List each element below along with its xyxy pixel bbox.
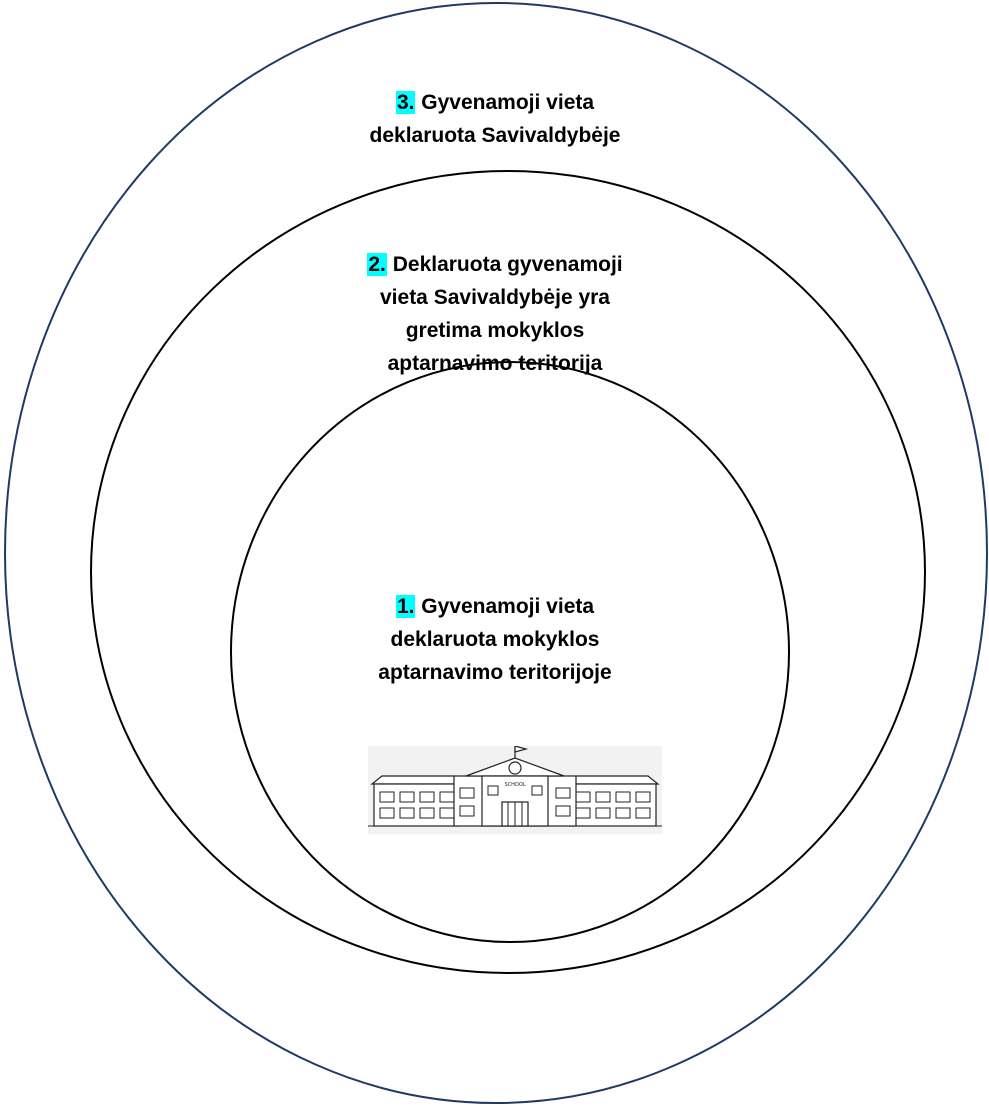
zone-1-label: 1. Gyvenamoji vieta deklaruota mokyklos … xyxy=(320,590,670,689)
zone-2-line-1: Deklaruota gyvenamoji xyxy=(392,253,623,276)
zone-3-ring xyxy=(4,2,988,1104)
zone-3-number: 3. xyxy=(395,91,416,114)
zone-1-line-3: aptarnavimo teritorijoje xyxy=(378,661,612,684)
school-building-icon: SCHOOL xyxy=(368,745,662,834)
zone-2-number: 2. xyxy=(367,253,387,276)
zone-3-line-1: Gyvenamoji vieta xyxy=(421,91,595,114)
zone-1-ring xyxy=(230,361,790,943)
zone-3-line-2: deklaruota Savivaldybėje xyxy=(369,124,621,147)
zone-2-line-3: gretima mokyklos xyxy=(405,319,585,342)
zone-2-ring xyxy=(90,170,926,974)
zone-2-line-4: aptarnavimo teritorija xyxy=(387,352,603,375)
zone-2-label: 2. Deklaruota gyvenamoji vieta Savivaldy… xyxy=(300,248,690,380)
zone-2-line-2: vieta Savivaldybėje yra xyxy=(380,286,610,309)
zone-1-line-2: deklaruota mokyklos xyxy=(390,628,600,651)
zone-3-label: 3. Gyvenamoji vieta deklaruota Savivaldy… xyxy=(300,86,690,152)
zone-1-line-1: Gyvenamoji vieta xyxy=(421,595,595,618)
zone-1-number: 1. xyxy=(395,595,416,618)
school-sign-text: SCHOOL xyxy=(504,782,525,788)
